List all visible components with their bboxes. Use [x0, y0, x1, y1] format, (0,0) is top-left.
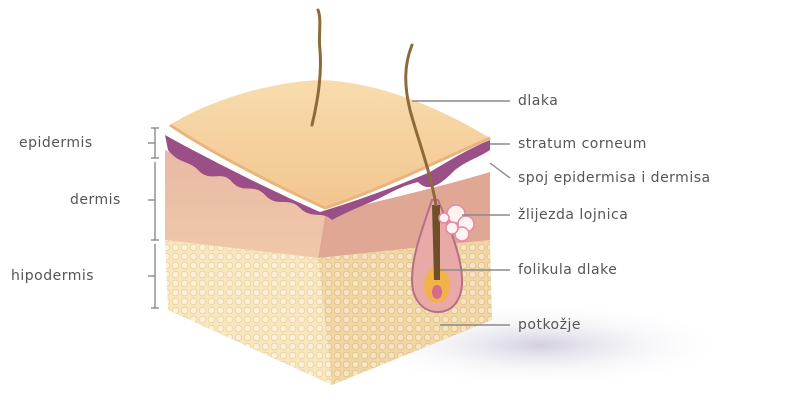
label-hypodermis: hipodermis — [11, 268, 94, 284]
label-hair: dlaka — [518, 93, 558, 109]
hair-papilla — [432, 285, 442, 299]
label-stratum-corneum: stratum corneum — [518, 136, 647, 152]
label-subcutis: potkožje — [518, 317, 581, 333]
left-bracket-lines — [148, 128, 159, 308]
label-epidermis: epidermis — [19, 135, 93, 151]
label-dermis: dermis — [70, 192, 121, 208]
label-sebaceous-gland: žlijezda lojnica — [518, 207, 628, 223]
front-face-hypodermis — [165, 240, 332, 385]
label-epidermis-dermis-junction: spoj epidermisa i dermisa — [518, 170, 711, 186]
label-hair-follicle: folikula dlake — [518, 262, 617, 278]
